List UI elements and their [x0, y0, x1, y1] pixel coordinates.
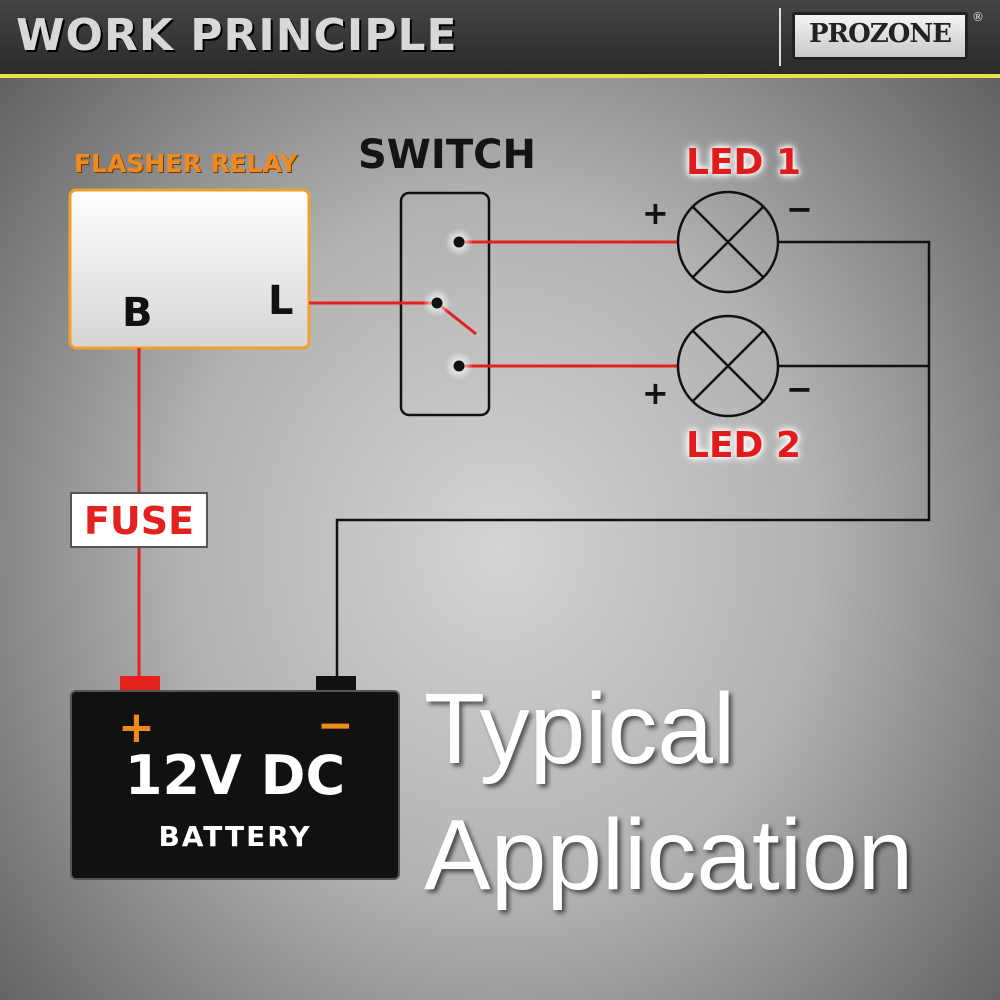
- page-title: WORK PRINCIPLE: [16, 10, 458, 61]
- battery-minus-sign: −: [317, 700, 354, 751]
- led1-lamp-icon: [676, 190, 780, 294]
- caption-line-2: Application: [424, 799, 914, 911]
- led2-minus-sign: −: [786, 370, 813, 408]
- relay-terminal-b: B: [122, 290, 153, 336]
- relay-terminal-l: L: [268, 278, 294, 324]
- led1-plus-sign: +: [642, 194, 669, 232]
- caption-line-1: Typical: [424, 673, 736, 785]
- led2-lamp-icon: [676, 314, 780, 418]
- led1-minus-sign: −: [786, 190, 813, 228]
- battery: + − 12V DC BATTERY: [70, 690, 400, 880]
- fuse: FUSE: [70, 492, 208, 548]
- battery-voltage: 12V DC: [124, 744, 346, 807]
- battery-positive-terminal: [120, 676, 160, 692]
- registered-mark: ®: [972, 10, 984, 24]
- battery-label: BATTERY: [158, 820, 312, 853]
- fuse-label: FUSE: [83, 499, 195, 543]
- brand-logo-text: PROZONE: [808, 19, 952, 49]
- header-bar: WORK PRINCIPLE PROZONE ®: [0, 0, 1000, 78]
- led2-title: LED 2: [686, 425, 801, 466]
- led2-plus-sign: +: [642, 374, 669, 412]
- battery-negative-terminal: [316, 676, 356, 692]
- flasher-relay: [68, 188, 311, 350]
- led1-title: LED 1: [686, 142, 801, 183]
- switch-title: SWITCH: [358, 132, 536, 178]
- ground-wires: [335, 240, 931, 678]
- flasher-relay-title: FLASHER RELAY: [74, 149, 298, 178]
- switch-contacts: [423, 228, 473, 380]
- brand-logo: PROZONE: [792, 12, 968, 60]
- battery-plus-sign: +: [118, 702, 155, 753]
- logo-divider: [779, 8, 781, 66]
